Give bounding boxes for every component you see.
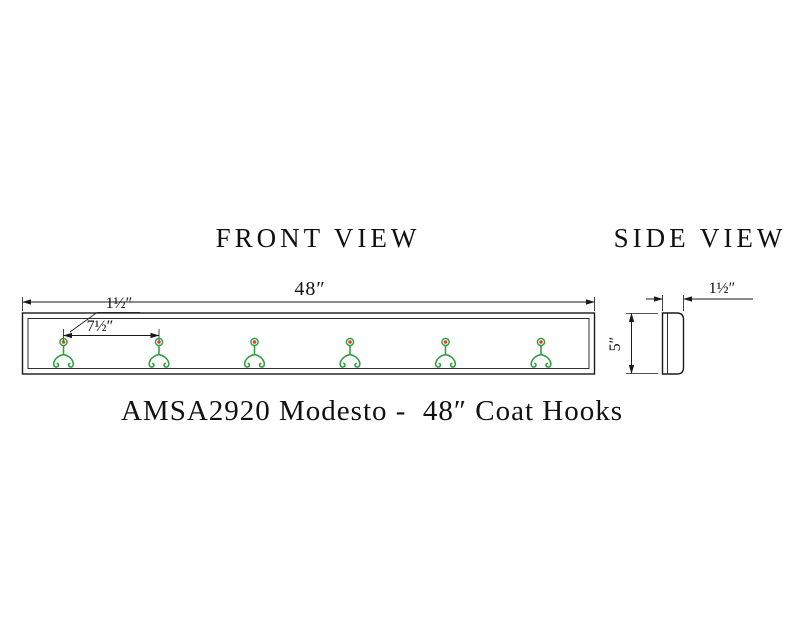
thickness-label: 1½″: [709, 280, 736, 297]
thickness-dimension: 1½″: [646, 280, 753, 311]
height-label: 5″: [607, 337, 624, 352]
height-dimension: 5″: [607, 313, 658, 374]
board-outline: [21, 312, 596, 375]
front-width-label: 48″: [294, 278, 325, 300]
side-profile-outline: [661, 312, 685, 375]
front-view-title: FRONT VIEW: [216, 223, 421, 253]
side-view: SIDE VIEW 1½″ 5″: [607, 223, 787, 375]
front-width-dimension: 48″: [22, 278, 595, 311]
hook-offset-label: 1½″: [106, 295, 133, 312]
board-inner-edge: [27, 318, 590, 369]
leader-line: [69, 312, 98, 333]
hook-spacing-dimension: 1½″ 7½″: [63, 295, 160, 341]
front-view: FRONT VIEW 48″ 1½″ 7½″: [21, 223, 596, 375]
hook-spacing-label: 7½″: [87, 318, 114, 335]
side-view-title: SIDE VIEW: [614, 223, 787, 253]
caption: AMSA2920 Modesto - 48″ Coat Hooks: [121, 395, 623, 427]
